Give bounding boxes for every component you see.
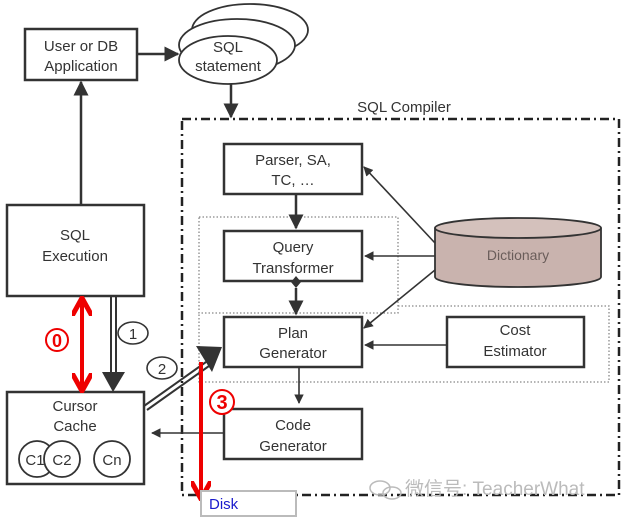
query-transformer-node[interactable]: Query Transformer <box>222 229 364 283</box>
step3-marker: 3 <box>209 389 235 415</box>
disk-node[interactable]: Disk <box>200 490 297 517</box>
user-app-node[interactable]: User or DB Application <box>23 27 139 82</box>
step2-marker: 2 <box>146 356 178 380</box>
svg-text:2: 2 <box>158 361 166 378</box>
code-generator-label-line1: Code <box>275 417 311 434</box>
plan-group-region <box>198 305 610 383</box>
svg-text:1: 1 <box>129 326 137 343</box>
edge-step1-execution-to-cache <box>102 372 125 392</box>
plan-generator-label-line1: Plan <box>278 325 308 342</box>
sql-statement-label-line1: SQL <box>213 39 243 56</box>
cost-estimator-node[interactable]: Cost Estimator <box>445 315 586 369</box>
edge-dictionary-to-plan <box>363 269 436 329</box>
cursor-cache-label-line2: Cache <box>53 418 96 435</box>
wechat-icon <box>369 480 402 500</box>
query-transformer-label-line2: Transformer <box>252 260 333 277</box>
disk-label: Disk <box>209 496 239 513</box>
user-app-label-line1: User or DB <box>44 38 118 55</box>
svg-text:0: 0 <box>52 331 62 351</box>
code-generator-node[interactable]: Code Generator <box>222 407 364 461</box>
dictionary-label: Dictionary <box>487 247 549 263</box>
svg-text:3: 3 <box>216 392 227 414</box>
svg-text:C2: C2 <box>52 452 71 469</box>
sql-execution-node[interactable]: SQL Execution <box>5 203 146 298</box>
code-generator-label-line2: Generator <box>259 438 327 455</box>
cost-estimator-label-line1: Cost <box>500 322 532 339</box>
cursor-cache-label-line1: Cursor <box>52 398 97 415</box>
sql-compiler-title: SQL Compiler <box>357 99 451 116</box>
cursor-c2[interactable]: C2 <box>43 440 81 478</box>
cost-estimator-label-line2: Estimator <box>483 343 546 360</box>
dictionary-node[interactable]: Dictionary <box>434 217 602 288</box>
sql-execution-label-line2: Execution <box>42 248 108 265</box>
svg-text:C1: C1 <box>25 452 44 469</box>
watermark-text: 微信号: TeacherWhat <box>405 478 585 500</box>
cursor-cn[interactable]: Cn <box>93 440 131 478</box>
svg-text:Cn: Cn <box>102 452 121 469</box>
plan-generator-label-line2: Generator <box>259 345 327 362</box>
parser-label-line1: Parser, SA, <box>255 152 331 169</box>
cursor-cache-node[interactable]: Cursor Cache C1 C2 Cn <box>5 390 146 486</box>
parser-label-line2: TC, … <box>271 172 314 189</box>
sql-statement-node[interactable]: SQL statement <box>178 3 309 85</box>
step1-marker: 1 <box>117 321 149 345</box>
edge-dictionary-to-parser <box>363 166 436 244</box>
diamond-connector-icon <box>291 276 301 288</box>
plan-generator-node[interactable]: Plan Generator <box>222 315 364 369</box>
query-transformer-label-line1: Query <box>273 239 314 256</box>
watermark: 微信号: TeacherWhat <box>369 478 585 500</box>
user-app-label-line2: Application <box>44 58 117 75</box>
edge-step2-cache-to-plan <box>196 346 222 372</box>
step0-marker: 0 <box>45 328 69 352</box>
sql-statement-label-line2: statement <box>195 58 262 75</box>
parser-node[interactable]: Parser, SA, TC, … <box>222 142 364 196</box>
sql-execution-label-line1: SQL <box>60 227 90 244</box>
